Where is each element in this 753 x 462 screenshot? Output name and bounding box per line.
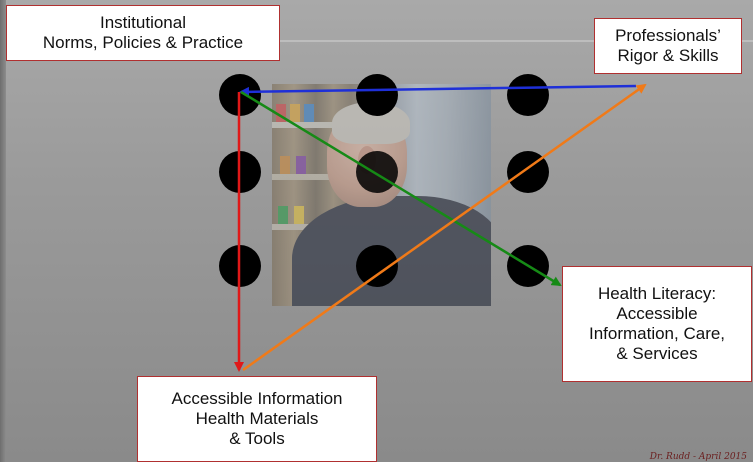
box-line: Health Materials [195,409,319,428]
green-arrow [240,90,562,287]
shelf [272,122,342,128]
shelf-item [280,156,290,174]
box-line: & Services [616,344,698,363]
shelf-item [294,206,304,224]
accessible-information-box: Accessible Information Health Materials … [137,376,377,462]
shelf [272,174,342,180]
box-line: Norms, Policies & Practice [42,33,244,52]
box-line: Information, Care, [588,324,726,343]
health-literacy-box: Health Literacy: Accessible Information,… [562,266,752,382]
grid-dot [507,74,549,116]
shelf-item [278,206,288,224]
box-line: & Tools [229,429,285,448]
slide-left-strip [0,0,6,462]
box-line: Health Literacy: [597,284,717,303]
shelf-item [290,104,300,122]
orange-arrow [242,83,647,372]
shelf-item [304,104,314,122]
box-line: Accessible Information [171,389,343,408]
box-line: Institutional [100,13,186,32]
grid-dot [356,74,398,116]
grid-dot [356,151,398,193]
box-line: Accessible [616,304,698,323]
header-divider [6,40,753,42]
shelf-item [296,156,306,174]
shelf-item [276,104,286,122]
blue-arrow [239,84,637,97]
institutional-norms-box: Institutional Norms, Policies & Practice [6,5,280,61]
box-line: Professionals’ [615,26,721,45]
grid-dot [356,245,398,287]
box-line: Rigor & Skills [617,46,719,65]
author-signature: Dr. Rudd - April 2015 [649,452,747,462]
professionals-rigor-box: Professionals’ Rigor & Skills [594,18,742,74]
